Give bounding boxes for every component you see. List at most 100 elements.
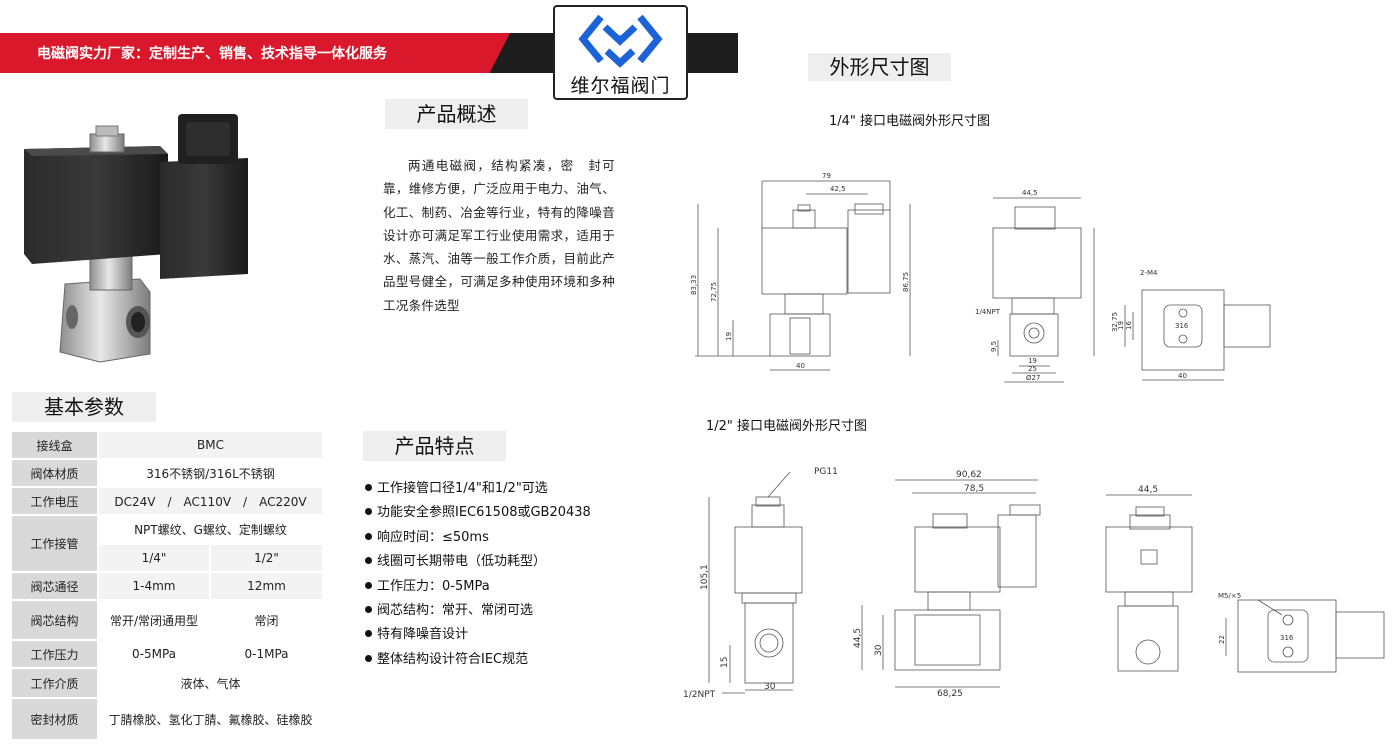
bullet-icon [365,630,372,638]
bullet-icon [365,654,372,662]
bullet-icon [365,484,372,491]
list-item: 功能安全参照IEC61508或GB20438 [365,501,591,525]
dim-label: 25 [1028,365,1037,373]
overview-text: 两通电磁阀，结构紧凑，密 封可靠，维修方便，广泛应用于电力、油气、化工、制药、冶… [383,158,615,313]
dim-label: M5/×5 [1218,592,1241,600]
dim-label: 72,75 [710,282,718,302]
bullet-icon [365,508,372,516]
list-item: 线圈可长期带电（低功耗型） [365,550,591,574]
dim-label: 2-M4 [1140,269,1158,277]
dim-label: 1/4NPT [975,308,1001,316]
row-value: 液体、气体 [97,667,324,699]
dim-label: 79 [822,172,831,180]
table-row: 工作介质 液体、气体 [10,667,324,699]
table-row: 工作接管 NPT螺纹、G螺纹、定制螺纹 [10,514,324,573]
row-label: 工作介质 [10,667,99,699]
row-value: BMC [97,430,324,460]
list-item: 阀芯结构：常开、常闭可选 [365,599,591,623]
row-label: 工作压力 [10,639,99,669]
dim-label: 15 [720,657,730,668]
half-middle-view [861,479,1041,688]
row-value: DC24V / AC110V / AC220V [97,486,324,516]
dim-label: 40 [796,362,805,370]
caption-half-inch: 1/2" 接口电磁阀外形尺寸图 [706,419,868,434]
dim-label: 32,75 [1111,312,1119,332]
top-banner-red [0,33,510,73]
logo-mark-icon [578,14,663,68]
dim-label: 16 [1125,321,1133,330]
dim-label: 19 [1117,321,1125,330]
dim-label: 105,1 [700,564,710,590]
dim-label: Ø27 [1026,374,1040,382]
list-item: 特有降噪音设计 [365,623,591,647]
row-value: 1-4mm [97,571,211,601]
half-top-view [1225,599,1385,673]
row-value: 316不锈钢/316L不锈钢 [97,458,324,488]
dim-label: 316 [1175,322,1189,330]
brand-logo: 维尔福阀门 [553,5,688,100]
row-label: 阀芯结构 [10,599,99,641]
row-value: 常闭 [209,599,324,641]
table-row: 1/4" 1/2" [11,543,324,573]
list-item: 工作接管口径1/4"和1/2"可选 [365,477,591,501]
dim-label: 68,25 [937,689,963,699]
row-value: 0-5MPa [97,639,211,669]
dim-label: 1/2NPT [683,690,716,700]
dim-label: 83,33 [690,275,698,295]
list-item: 工作压力：0-5MPa [365,575,591,599]
table-row: 工作电压 DC24V / AC110V / AC220V [10,486,324,516]
dim-label: 30 [874,644,884,656]
overview-title: 产品概述 [385,99,528,129]
features-list: 工作接管口径1/4"和1/2"可选 功能安全参照IEC61508或GB20438… [365,477,591,672]
row-value: 1/4" [97,543,211,573]
params-title: 基本参数 [12,392,156,422]
table-row: 工作压力 0-5MPa 0-1MPa [10,639,324,669]
half-front-view [708,471,803,694]
dim-label: 42,5 [830,185,846,193]
dim-label: 316 [1280,634,1294,642]
bullet-icon [365,532,372,540]
row-label: 工作电压 [10,486,99,516]
row-value: 常开/常闭通用型 [97,599,211,641]
dim-label: 44,5 [1138,485,1158,495]
solenoid-valve-product-image [24,114,248,363]
dims-title: 外形尺寸图 [808,53,951,81]
half-side-view [1105,494,1193,672]
logo-text: 维尔福阀门 [570,75,671,97]
dim-label: 30 [764,682,776,692]
row-label: 阀芯通径 [10,571,99,601]
table-row: 密封材质 丁腈橡胶、氢化丁腈、氟橡胶、硅橡胶 [10,697,324,741]
row-value: 1/2" [209,543,324,573]
bullet-icon [365,605,372,613]
banner-text: 电磁阀实力厂家：定制生产、销售、技术指导一体化服务 [37,46,387,62]
quarter-front-view [695,180,911,371]
table-row: 阀体材质 316不锈钢/316L不锈钢 [10,458,324,488]
bullet-icon [365,581,372,589]
row-label: 工作接管 [10,514,99,573]
table-row: 接线盒 BMC [10,430,324,460]
table-row: 阀芯结构 常开/常闭通用型 常闭 [10,599,324,641]
row-label: 密封材质 [10,697,99,741]
bullet-icon [365,557,372,565]
dim-label: 90,62 [956,470,982,480]
row-label: 阀体材质 [10,458,99,488]
dim-label: 78,5 [964,484,984,494]
row-label: 接线盒 [10,430,99,460]
dim-label: 19 [725,332,733,341]
row-value: 丁腈橡胶、氢化丁腈、氟橡胶、硅橡胶 [97,697,324,741]
dim-label: 44,5 [1022,189,1038,197]
list-item: 整体结构设计符合IEC规范 [365,648,591,672]
dim-label: 44,5 [853,628,863,648]
row-value: 12mm [209,571,324,601]
features-title: 产品特点 [363,431,506,461]
caption-quarter-inch: 1/4" 接口电磁阀外形尺寸图 [829,114,991,129]
dim-label: 40 [1178,372,1187,380]
table-row: 阀芯通径 1-4mm 12mm [10,571,324,601]
row-value: NPT螺纹、G螺纹、定制螺纹 [97,514,324,545]
row-value: 0-1MPa [209,639,324,669]
quarter-top-view [1124,289,1271,381]
list-item: 响应时间：≤50ms [365,526,591,550]
dim-label: 22 [1218,635,1226,644]
dim-label: 86,75 [902,272,910,292]
dim-label: 19 [1028,357,1037,365]
